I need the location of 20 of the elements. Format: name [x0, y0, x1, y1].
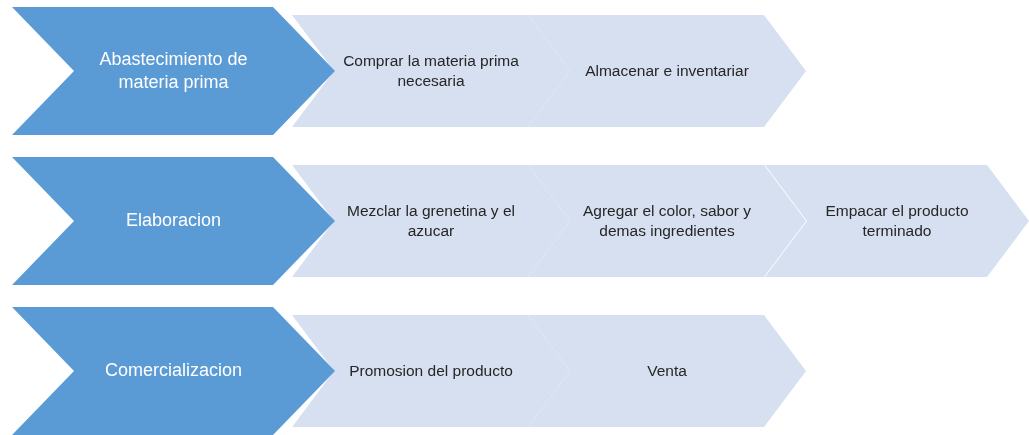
stage-title: Abastecimiento de materia prima	[98, 47, 249, 94]
step-text: Almacenar e inventariar	[585, 60, 749, 81]
process-step	[292, 165, 570, 277]
step-text: Comprar la materia prima necesaria	[342, 50, 520, 91]
process-step	[528, 315, 806, 427]
process-stage	[12, 307, 335, 435]
stage-title: Comercializacion	[104, 359, 243, 383]
stage-title: Elaboracion	[125, 209, 222, 233]
process-step	[292, 315, 570, 427]
step-text: Venta	[647, 360, 687, 381]
process-step	[528, 15, 806, 127]
process-stage	[12, 7, 335, 135]
process-stage	[12, 157, 335, 285]
step-text: Mezclar la grenetina y el azucar	[346, 200, 516, 241]
step-text: Promosion del producto	[349, 360, 513, 381]
step-text: Agregar el color, sabor y demas ingredientes	[582, 200, 752, 241]
process-step	[765, 165, 1029, 277]
process-step	[292, 15, 570, 127]
step-text: Empacar el producto terminado	[824, 200, 970, 241]
process-step	[528, 165, 806, 277]
